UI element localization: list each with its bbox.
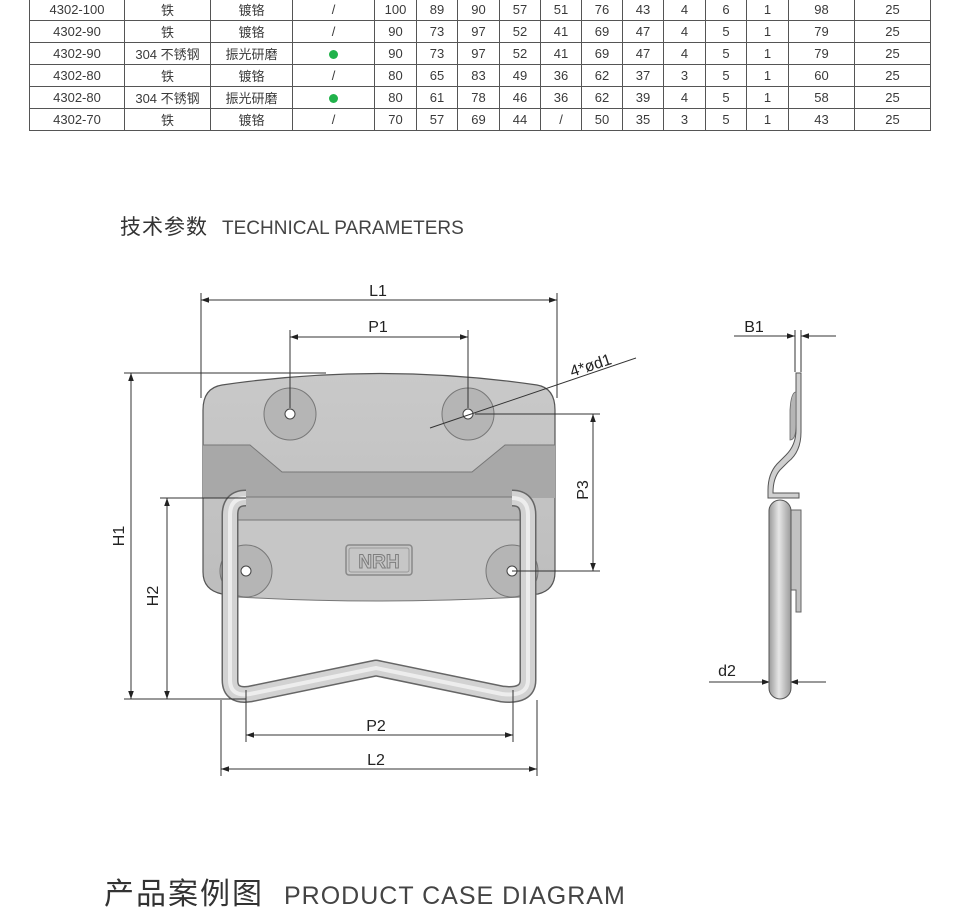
table-cell: 镀铬 [210,64,293,87]
label-h2: H2 [145,586,162,607]
table-cell: 4302-70 [29,108,125,131]
wire-handle [221,489,537,703]
table-cell: 4302-80 [29,64,125,87]
table-cell: 36 [540,86,582,109]
table-cell: 4302-100 [29,0,125,21]
logo-text: NRH [358,552,399,573]
section-title-en: PRODUCT CASE DIAGRAM [284,882,626,910]
table-cell: 铁 [124,108,211,131]
table-cell: 50 [581,108,623,131]
side-view [767,372,802,700]
table-cell: 37 [622,64,664,87]
label-p3: P3 [575,480,592,500]
table-cell: 79 [788,42,855,65]
label-p1: P1 [368,319,388,336]
table-cell: 89 [416,0,458,21]
label-l1: L1 [369,283,387,300]
table-cell: 镀铬 [210,0,293,21]
table-cell: 69 [581,42,623,65]
table-cell: 47 [622,20,664,43]
dimension-labels: L1 P1 4*ød1 P3 H1 H2 P2 L2 B1 d2 [111,283,764,769]
table-cell: 60 [788,64,855,87]
table-cell: 25 [854,108,931,131]
label-h1: H1 [111,526,128,547]
table-cell: 43 [788,108,855,131]
label-b1: B1 [744,319,764,336]
stock-dot-icon [329,50,338,60]
label-l2: L2 [367,752,385,769]
table-cell: 69 [581,20,623,43]
dimensions [124,293,836,776]
technical-drawing: NRH [111,283,836,776]
table-cell: 98 [788,0,855,21]
label-d2: d2 [718,663,736,680]
section-title-technical-parameters: 技术参数 TECHNICAL PARAMETERS [120,211,464,241]
label-p2: P2 [366,718,386,735]
table-cell: 65 [416,64,458,87]
table-cell: 铁 [124,20,211,43]
table-cell: 镀铬 [210,20,293,43]
label-d1: 4*ød1 [568,351,614,380]
section-title-cn: 产品案例图 [104,877,264,912]
section-title-cn: 技术参数 [120,215,208,239]
nrh-logo: NRH [345,544,413,576]
table-cell: 70 [374,108,417,131]
section-title-en: TECHNICAL PARAMETERS [222,218,464,239]
stock-dot-icon [329,94,338,104]
table-cell: 47 [622,42,664,65]
table-cell: 43 [622,0,664,21]
table-cell: 44 [499,108,541,131]
table-cell: 49 [499,64,541,87]
table-cell: 振光研磨 [210,86,293,109]
table-cell: 97 [457,20,500,43]
table-cell: 1 [746,108,789,131]
table-cell: 73 [416,42,458,65]
section-title-product-case: 产品案例图 PRODUCT CASE DIAGRAM [104,869,626,913]
table-cell: 57 [416,108,458,131]
